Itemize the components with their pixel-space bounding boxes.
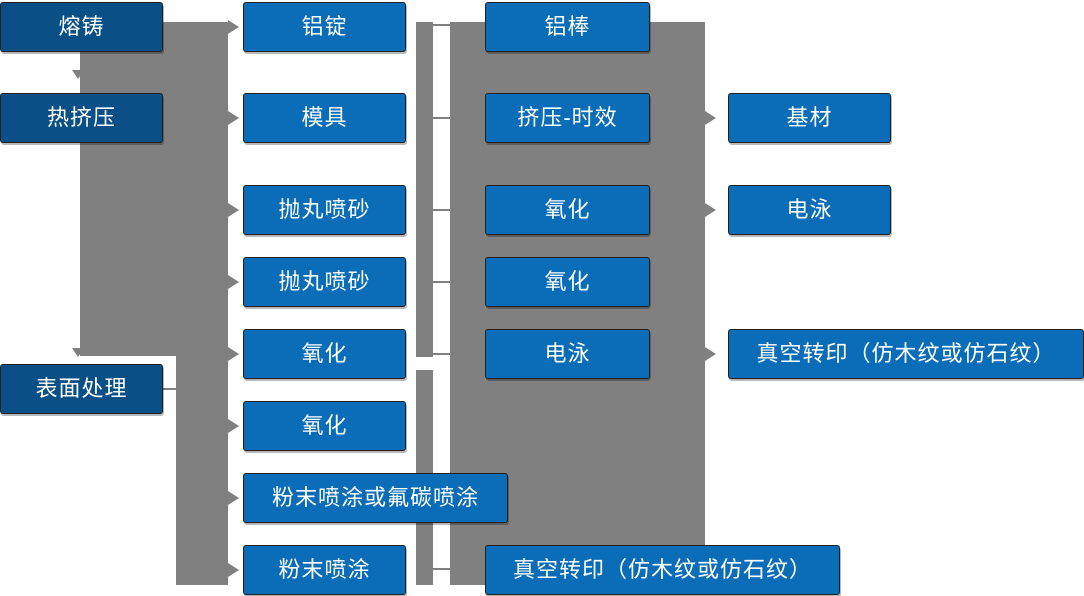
process-box-yanghua-2[interactable]: 氧化 <box>243 401 406 451</box>
process-box-muju-label: 模具 <box>301 105 348 130</box>
stage-box-rongzhu-label: 熔铸 <box>58 14 105 39</box>
process-box-zhuanyin[interactable]: 真空转印（仿木纹或仿石纹） <box>485 545 840 595</box>
connector-tie-yanghua-1 <box>433 353 451 355</box>
arrow-right-to-out-zhuanyin <box>705 347 716 361</box>
process-box-ludling[interactable]: 铝锭 <box>243 2 406 52</box>
connector-middle-spine-upper <box>416 22 433 357</box>
process-box-dianyong-label: 电泳 <box>544 341 591 366</box>
process-box-fenmo-fu[interactable]: 粉末喷涂或氟碳喷涂 <box>243 473 508 523</box>
arrow-down-to-hot-extrusion <box>72 70 84 79</box>
process-box-jiya-shixiao-label: 挤压-时效 <box>517 105 618 130</box>
process-box-ludling-label: 铝锭 <box>301 14 348 39</box>
output-box-dianyong-label: 电泳 <box>786 197 833 222</box>
arrow-right-to-ludling <box>228 20 239 34</box>
process-box-yanghua-3-label: 氧化 <box>544 197 591 222</box>
arrow-right-to-muju <box>228 111 239 125</box>
process-box-lubang-label: 铝棒 <box>544 14 591 39</box>
stage-box-rejiya[interactable]: 热挤压 <box>0 93 163 143</box>
process-box-fenmo-fu-label: 粉末喷涂或氟碳喷涂 <box>271 485 479 510</box>
arrow-right-to-yanghua-2 <box>228 419 239 433</box>
connector-tie-ludling <box>433 24 451 26</box>
connector-left-spine <box>176 22 228 585</box>
output-box-zhuanyin-label: 真空转印（仿木纹或仿石纹） <box>756 341 1056 366</box>
arrow-right-to-fenmo <box>228 563 239 577</box>
connector-surface-treatment-link <box>163 388 179 390</box>
arrow-right-to-out-dianyong <box>705 203 716 217</box>
stage-box-rongzhu[interactable]: 熔铸 <box>0 2 163 52</box>
stage-box-biaomian-label: 表面处理 <box>35 376 128 401</box>
connector-tie-paowan-2 <box>433 281 451 283</box>
process-box-dianyong[interactable]: 电泳 <box>485 329 650 379</box>
output-box-dianyong[interactable]: 电泳 <box>728 185 891 235</box>
arrow-right-to-fenmo-fu <box>228 491 239 505</box>
arrow-right-to-jicai <box>705 111 716 125</box>
arrow-right-to-paowan-1 <box>228 203 239 217</box>
process-box-paowan-1-label: 抛丸喷砂 <box>278 197 371 222</box>
arrow-right-to-paowan-2 <box>228 275 239 289</box>
process-box-zhuanyin-label: 真空转印（仿木纹或仿石纹） <box>512 557 812 582</box>
process-box-yanghua-4-label: 氧化 <box>544 269 591 294</box>
process-box-yanghua-4[interactable]: 氧化 <box>485 257 650 307</box>
connector-tie-fenmo <box>433 568 451 570</box>
output-box-jicai-label: 基材 <box>786 105 833 130</box>
process-box-paowan-2-label: 抛丸喷砂 <box>278 269 371 294</box>
process-box-yanghua-2-label: 氧化 <box>301 413 348 438</box>
process-box-yanghua-1-label: 氧化 <box>301 341 348 366</box>
process-box-lubang[interactable]: 铝棒 <box>485 2 650 52</box>
output-box-jicai[interactable]: 基材 <box>728 93 891 143</box>
output-box-zhuanyin[interactable]: 真空转印（仿木纹或仿石纹） <box>728 329 1084 379</box>
stage-box-biaomian[interactable]: 表面处理 <box>0 364 163 414</box>
process-box-yanghua-1[interactable]: 氧化 <box>243 329 406 379</box>
process-box-muju[interactable]: 模具 <box>243 93 406 143</box>
process-box-jiya-shixiao[interactable]: 挤压-时效 <box>485 93 650 143</box>
connector-tie-paowan-1 <box>433 209 451 211</box>
connector-tie-muju <box>433 117 451 119</box>
process-box-fenmo-label: 粉末喷涂 <box>278 557 371 582</box>
process-box-yanghua-3[interactable]: 氧化 <box>485 185 650 235</box>
process-box-fenmo[interactable]: 粉末喷涂 <box>243 545 406 595</box>
arrow-down-to-surface-treatment <box>72 348 84 357</box>
process-box-paowan-1[interactable]: 抛丸喷砂 <box>243 185 406 235</box>
arrow-right-to-yanghua-1 <box>228 347 239 361</box>
stage-box-rejiya-label: 热挤压 <box>46 105 116 130</box>
process-box-paowan-2[interactable]: 抛丸喷砂 <box>243 257 406 307</box>
